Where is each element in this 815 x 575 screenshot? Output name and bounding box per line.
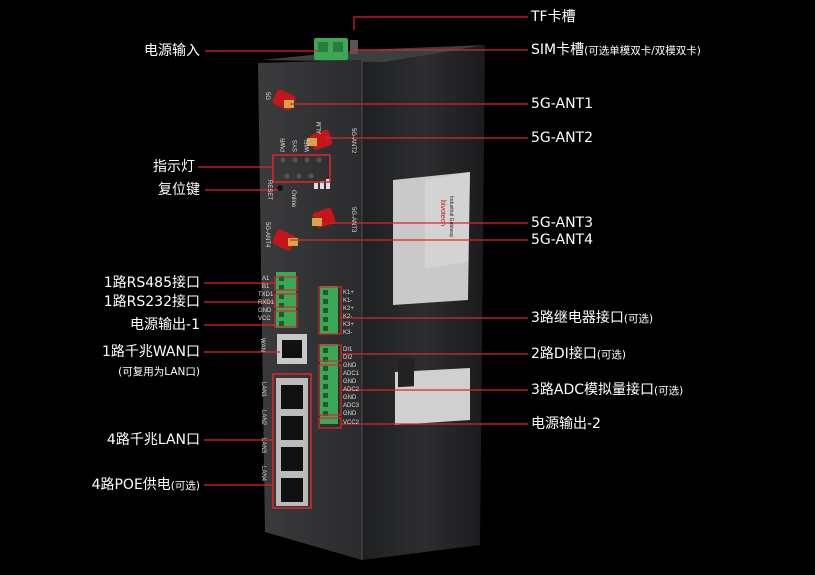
pin-label-gnd2: GND [343, 363, 357, 369]
label-adc: 3路ADC模拟量接口(可选) [531, 382, 684, 398]
callout-lines [198, 16, 528, 486]
label-wan-note: (可复用为LAN口) [118, 366, 200, 378]
label-power-in: 电源输入 [144, 43, 200, 59]
label-sim-slot: SIM卡槽(可选单模双卡/双模双卡) [531, 42, 701, 58]
label-rs232: 1路RS232接口 [103, 294, 200, 310]
pin-label-k2m: K2- [343, 314, 352, 320]
brand-sub-text: Industrial Gateway [448, 196, 454, 238]
left-terminal-block [276, 272, 296, 328]
line-tf [353, 16, 528, 30]
antenna-3 [312, 207, 336, 229]
brand-text: bivotech [439, 200, 446, 226]
pin-label-k3p: K3+ [343, 322, 354, 328]
lan-ports [276, 378, 308, 506]
rs232-highlight-box [274, 293, 298, 308]
pin-label-k3m: K3- [343, 330, 352, 336]
right-terminal-block [320, 286, 338, 424]
led-label-alm: ALM [317, 122, 323, 134]
label-di: 2路DI接口(可选) [531, 346, 627, 362]
label-reset-key: 复位键 [158, 182, 200, 198]
reset-hole [277, 185, 283, 191]
pin-label-di1: DI1 [343, 347, 353, 353]
label-di-note: (可选) [596, 349, 627, 361]
label-tf-slot: TF卡槽 [531, 9, 576, 25]
label-ant2: 5G-ANT2 [531, 130, 594, 146]
power-out1-highlight-box [274, 310, 298, 328]
pin-label-gnd5: GND [343, 411, 357, 417]
pin-label-a1: A1 [262, 276, 270, 282]
pin-label-k1m: K1- [343, 298, 352, 304]
led-label-wifi: WIFI [305, 139, 311, 152]
pin-label-gnd: GND [258, 308, 272, 314]
label-poe: 4路POE供电(可选) [91, 477, 200, 493]
pin-label-adc3: ADC3 [343, 403, 360, 409]
led-label-sys: SYS [293, 140, 299, 152]
antenna-2 [307, 129, 333, 151]
pin-label-adc2: ADC2 [343, 387, 360, 393]
ant-label-3: 5G-ANT3 [350, 207, 356, 233]
pin-label-k2p: K2+ [343, 306, 354, 312]
lan-label-3: LAN3 [260, 438, 266, 454]
label-wan: 1路千兆WAN口 [101, 344, 200, 360]
led-highlight-box [272, 154, 331, 183]
pin-label-vcc: VCC [258, 316, 271, 322]
pin-label-vcc2: VCC2 [343, 420, 360, 426]
label-sim-slot-note: (可选单模双卡/双模双卡) [584, 45, 701, 57]
antenna-4 [272, 229, 298, 251]
led-label-pwr: PWR [281, 137, 287, 152]
pin-label-rxd1: RXD1 [258, 300, 275, 306]
lan-highlight-box [272, 373, 312, 509]
label-ant1: 5G-ANT1 [531, 96, 594, 112]
reset-label: RESET [266, 180, 272, 200]
lan-label-4: LAN4 [260, 466, 266, 482]
label-ant4: 5G-ANT4 [531, 232, 594, 248]
side-logo-plate [425, 172, 470, 268]
relay-highlight-box [318, 286, 342, 335]
label-relay: 3路继电器接口(可选) [531, 310, 654, 326]
pin-label-k1p: K1+ [343, 290, 354, 296]
lan-label-1: LAN1 [260, 382, 266, 398]
lan-label-2: LAN2 [260, 410, 266, 426]
pin-label-b1: B1 [262, 284, 270, 290]
pin-label-txd1: TXD1 [258, 292, 274, 298]
wan-label: WAN [259, 338, 265, 352]
label-power-out1: 电源输出-1 [130, 317, 200, 333]
pin-label-gnd4: GND [343, 395, 357, 401]
label-relay-note: (可选) [623, 313, 654, 325]
ant-label-4: 5G-ANT4 [264, 222, 270, 248]
label-adc-note: (可选) [654, 385, 684, 397]
pin-label-gnd3: GND [343, 379, 357, 385]
ant-label-1: 5G [264, 92, 270, 100]
online-label: Online [290, 190, 296, 208]
pin-label-di2: DI2 [343, 355, 353, 361]
label-ant3: 5G-ANT3 [531, 215, 594, 231]
label-rs485: 1路RS485接口 [103, 275, 200, 291]
label-poe-note: (可选) [170, 480, 200, 492]
label-lan: 4路千兆LAN口 [106, 432, 200, 448]
wan-port [277, 334, 307, 364]
pin-label-adc1: ADC1 [343, 371, 360, 377]
label-power-out2: 电源输出-2 [531, 416, 601, 432]
antenna-1 [272, 89, 296, 111]
ant-label-2: 5G-ANT2 [350, 128, 356, 154]
di-highlight-box [318, 344, 342, 362]
led-indicators [280, 157, 330, 189]
power-out2-highlight-box [318, 417, 342, 429]
label-indicator: 指示灯 [153, 159, 195, 175]
